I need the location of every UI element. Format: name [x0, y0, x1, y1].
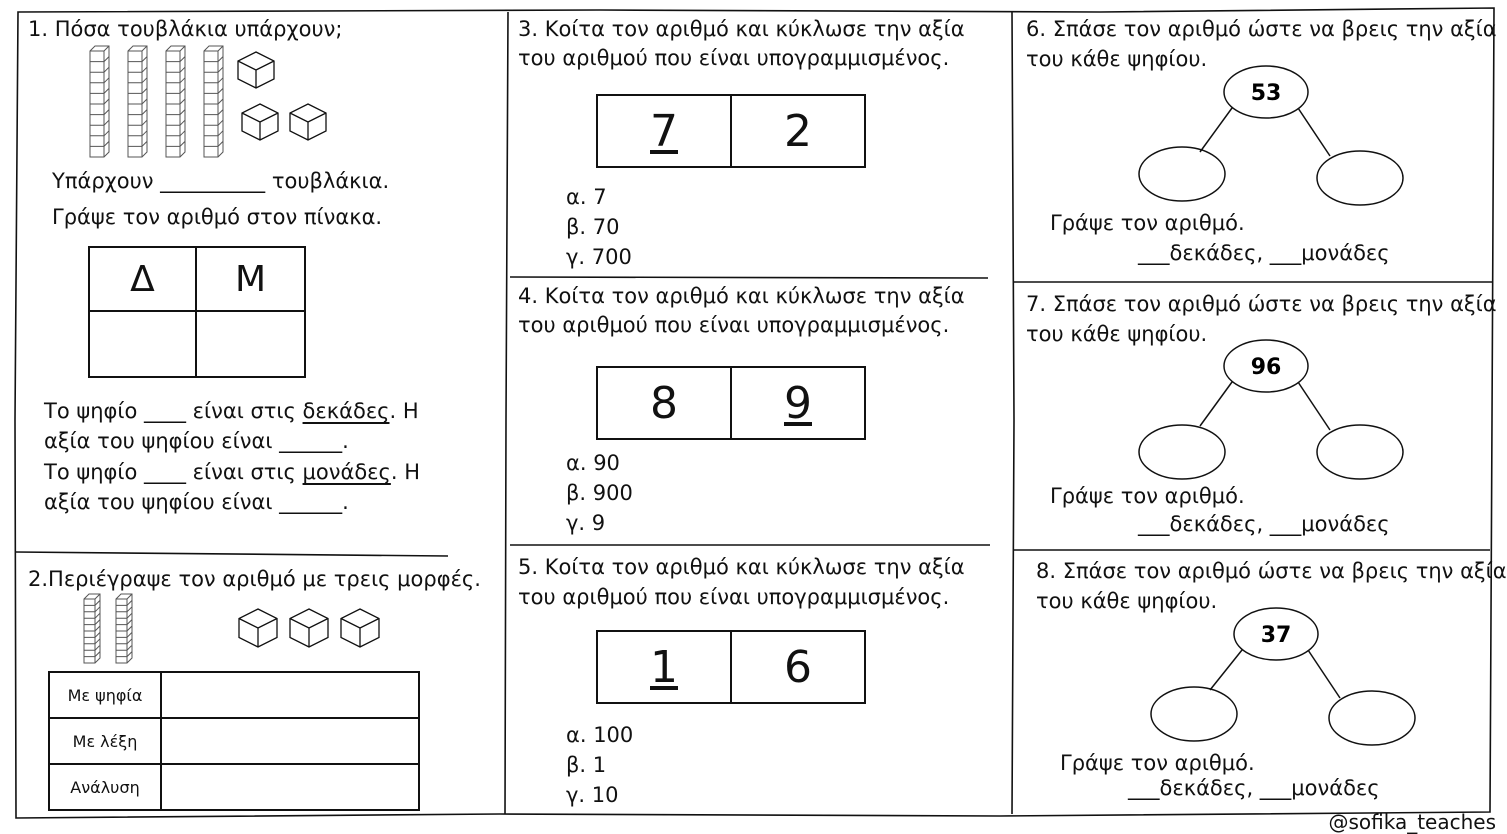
form-label-expanded: Ανάλυση — [48, 763, 162, 811]
unit-cubes-icon — [238, 608, 380, 648]
q7-units-circle[interactable] — [1316, 424, 1404, 480]
q5-digit-tens: 1 — [650, 641, 678, 693]
tens-rod-icon — [89, 45, 110, 158]
q7-whole-circle — [1223, 339, 1309, 393]
q8-units-circle[interactable] — [1328, 690, 1416, 746]
q6-units-circle[interactable] — [1316, 150, 1404, 206]
tens-header: Δ — [90, 248, 197, 312]
unit-cube-icon — [237, 51, 275, 89]
q5-digit-units: 6 — [730, 632, 864, 702]
tens-units-table: Δ Μ — [88, 246, 306, 378]
q7-write: Γράψε τον αριθμό. — [1050, 484, 1245, 508]
tens-rod-icon — [115, 593, 133, 664]
q5-option-b[interactable]: β. 1 — [566, 753, 607, 777]
unit-cube-icon — [238, 608, 278, 648]
q8-number: 37 — [1261, 623, 1292, 648]
tens-rods-icon — [89, 45, 224, 158]
q7-answer[interactable]: ___δεκάδες, ___μονάδες — [1138, 512, 1390, 536]
q6-answer[interactable]: ___δεκάδες, ___μονάδες — [1138, 241, 1390, 265]
q3-option-a[interactable]: α. 7 — [566, 185, 607, 209]
q1-write-instruction: Γράψε τον αριθμό στον πίνακα. — [52, 205, 383, 229]
q4-digit-units: 9 — [730, 368, 864, 438]
unit-cube-icon — [340, 608, 380, 648]
q1-value-line-1: αξία του ψηφίου είναι ______. — [44, 429, 349, 453]
units-answer-cell[interactable] — [197, 312, 304, 376]
q1-value-line-2: αξία του ψηφίου είναι ______. — [44, 490, 349, 514]
q6-write: Γράψε τον αριθμό. — [1050, 211, 1245, 235]
tens-rods-icon — [83, 593, 133, 664]
tens-rod-icon — [165, 45, 186, 158]
q5-title-line-2: του αριθμού που είναι υπογραμμισμένος. — [518, 585, 950, 609]
tens-rod-icon — [203, 45, 224, 158]
q2-base-ten-blocks — [83, 593, 380, 664]
q8-answer[interactable]: ___δεκάδες, ___μονάδες — [1128, 776, 1380, 800]
q6-number: 53 — [1251, 81, 1282, 106]
unit-cube-icon — [289, 103, 327, 141]
q6-number-bond: 53 — [1138, 65, 1404, 206]
q3-digit-tens: 7 — [650, 105, 678, 157]
q3-number-box: 7 2 — [596, 94, 866, 168]
q6-title-line-1: 6. Σπάσε τον αριθμό ώστε να βρεις την αξ… — [1026, 17, 1497, 41]
unit-cube-icon — [289, 608, 329, 648]
unit-cube-icon — [241, 103, 279, 141]
q6-tens-circle[interactable] — [1138, 146, 1226, 202]
q1-there-are: Υπάρχουν __________ τουβλάκια. — [52, 169, 390, 193]
q8-title-line-1: 8. Σπάσε τον αριθμό ώστε να βρεις την αξ… — [1036, 559, 1507, 583]
q3-option-c[interactable]: γ. 700 — [566, 245, 632, 269]
unit-cubes-icon — [237, 51, 327, 141]
q8-title-line-2: του κάθε ψηφίου. — [1036, 589, 1218, 613]
form-label-digits: Με ψηφία — [48, 671, 162, 719]
q1-digit-tens-line: Το ψηφίο ____ είναι στις δεκάδες. Η — [44, 399, 419, 423]
q7-tens-circle[interactable] — [1138, 424, 1226, 480]
q8-write: Γράψε τον αριθμό. — [1060, 751, 1255, 775]
q4-option-a[interactable]: α. 90 — [566, 451, 620, 475]
q3-option-b[interactable]: β. 70 — [566, 215, 620, 239]
q3-digit-units: 2 — [730, 96, 864, 166]
q8-whole-circle — [1233, 607, 1319, 661]
q4-title-line-2: του αριθμού που είναι υπογραμμισμένος. — [518, 313, 950, 337]
q6-whole-circle — [1223, 65, 1309, 119]
q6-title-line-2: του κάθε ψηφίου. — [1026, 47, 1208, 71]
q4-option-c[interactable]: γ. 9 — [566, 511, 606, 535]
q5-number-box: 1 6 — [596, 630, 866, 704]
author-credit: @sofika_teaches — [1328, 810, 1496, 834]
q8-tens-circle[interactable] — [1150, 686, 1238, 742]
number-forms-table: Με ψηφία Με λέξη Ανάλυση — [48, 671, 420, 811]
q4-option-b[interactable]: β. 900 — [566, 481, 633, 505]
q4-title-line-1: 4. Κοίτα τον αριθμό και κύκλωσε την αξία — [518, 284, 965, 308]
tens-rod-icon — [83, 593, 101, 664]
q1-digit-units-line: Το ψηφίο ____ είναι στις μονάδες. Η — [44, 460, 421, 484]
form-answer-expanded[interactable] — [160, 763, 420, 811]
q7-title-line-1: 7. Σπάσε τον αριθμό ώστε να βρεις την αξ… — [1026, 292, 1497, 316]
q3-title-line-2: του αριθμού που είναι υπογραμμισμένος. — [518, 46, 950, 70]
q1-base-ten-blocks — [89, 45, 327, 158]
q8-number-bond: 37 — [1150, 607, 1416, 746]
q7-number: 96 — [1251, 355, 1282, 380]
q5-option-c[interactable]: γ. 10 — [566, 783, 619, 807]
q4-number-box: 8 9 — [596, 366, 866, 440]
q4-digit-tens: 8 — [650, 377, 678, 429]
q7-number-bond: 96 — [1138, 339, 1404, 480]
units-header: Μ — [197, 248, 304, 312]
q1-title: 1. Πόσα τουβλάκια υπάρχουν; — [28, 17, 343, 41]
q5-option-a[interactable]: α. 100 — [566, 723, 634, 747]
form-label-word: Με λέξη — [48, 717, 162, 765]
q7-title-line-2: του κάθε ψηφίου. — [1026, 322, 1208, 346]
tens-rod-icon — [127, 45, 148, 158]
form-answer-word[interactable] — [160, 717, 420, 765]
q3-title-line-1: 3. Κοίτα τον αριθμό και κύκλωσε την αξία — [518, 17, 965, 41]
q5-title-line-1: 5. Κοίτα τον αριθμό και κύκλωσε την αξία — [518, 555, 965, 579]
tens-answer-cell[interactable] — [90, 312, 197, 376]
form-answer-digits[interactable] — [160, 671, 420, 719]
q2-title: 2.Περιέγραψε τον αριθμό με τρεις μορφές. — [28, 567, 481, 591]
